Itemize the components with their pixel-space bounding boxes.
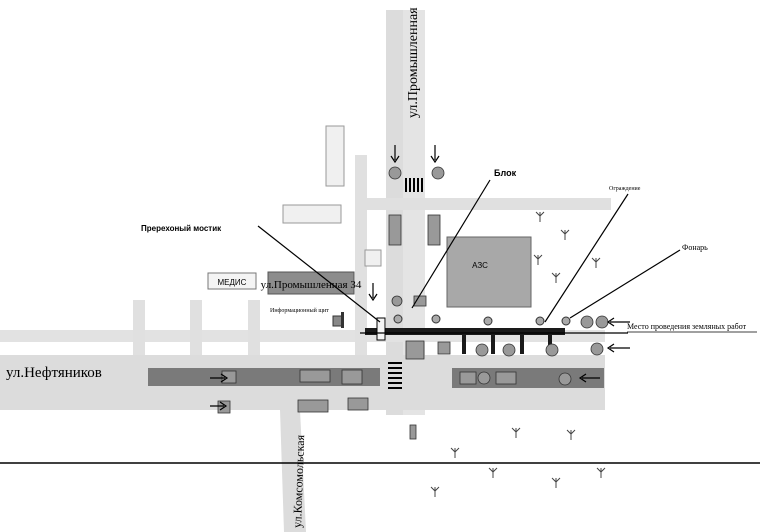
arrow-icon	[390, 145, 400, 164]
road-komsomolskaya	[280, 410, 306, 532]
tree-icon	[430, 486, 440, 497]
work-site-fence	[365, 317, 565, 354]
arrow-icon	[606, 343, 630, 353]
lamp-icon	[393, 314, 403, 324]
sign-icon	[405, 340, 425, 360]
lamp-icon	[561, 316, 571, 326]
street-komsomolskaya: ул.Комсомольская	[290, 434, 307, 528]
street-neftyanikov: ул.Нефтяников	[6, 365, 102, 381]
fence-post-2	[491, 328, 495, 354]
tree-icon	[596, 467, 606, 478]
callout-bridge: Пререхоный мостик	[141, 224, 222, 233]
sign-icon	[341, 369, 363, 385]
tree-icon	[566, 429, 576, 440]
bridge-marker	[376, 317, 386, 341]
lamp-icon	[535, 316, 545, 326]
tree-icon	[560, 229, 570, 240]
crosswalk-north	[405, 178, 423, 192]
road-signs	[217, 166, 609, 440]
arrow-icon	[430, 145, 440, 164]
sign-icon	[459, 371, 477, 385]
leader-lamp	[569, 249, 681, 319]
crosswalk-west	[388, 362, 402, 389]
fence-post-1	[462, 328, 466, 354]
lamp-icon	[483, 316, 493, 326]
callout-lines	[257, 179, 681, 334]
sign-icon	[475, 343, 489, 357]
sign-icon	[299, 369, 331, 383]
callout-blok: Блок	[494, 168, 517, 178]
building-north-tall	[325, 125, 345, 187]
arrow-icon	[368, 283, 378, 302]
tree-icon	[511, 427, 521, 438]
tree-icon	[551, 272, 561, 283]
tree-icon	[591, 257, 601, 268]
sign-icon	[297, 399, 329, 413]
tree-icon	[450, 447, 460, 458]
arrow-icon	[578, 373, 600, 383]
building-north-wide	[282, 204, 342, 224]
building-medis	[207, 272, 257, 290]
building-small	[364, 249, 382, 267]
tree-icon	[488, 467, 498, 478]
road-east-drive	[355, 198, 611, 210]
buildings	[207, 125, 532, 308]
leader-blok	[411, 179, 491, 309]
azs-label: АЗС	[472, 261, 488, 270]
arrow-icon	[210, 401, 228, 411]
callout-work-site: Место проведения земляных работ	[627, 322, 747, 331]
sign-icon	[431, 166, 445, 180]
lamp-icon	[431, 314, 441, 324]
sign-icon	[580, 315, 594, 329]
sign-icon	[221, 370, 237, 384]
leader-bridge	[257, 225, 381, 323]
sign-icon	[437, 341, 451, 355]
tree-icon	[533, 254, 543, 265]
building-azs	[446, 236, 532, 308]
sign-icon	[558, 372, 572, 386]
road-vertical-stub-3	[248, 300, 260, 355]
medis-label: МЕДИС	[218, 278, 247, 287]
sign-icon	[477, 371, 491, 385]
sign-icon	[409, 424, 417, 440]
sign-icon	[595, 315, 609, 329]
sign-icon	[388, 166, 402, 180]
trees	[430, 211, 606, 497]
tree-icon	[535, 211, 545, 222]
fence-post-4	[548, 328, 552, 354]
road-promyshlennaya-inner	[403, 10, 425, 415]
callout-fence: Ограждение	[609, 186, 641, 192]
arrow-icon	[210, 373, 229, 383]
sign-icon	[502, 343, 516, 357]
sign-icon	[427, 214, 441, 246]
direction-arrows	[210, 145, 630, 411]
road-vertical-stub-2	[190, 300, 202, 355]
lamps	[393, 314, 571, 326]
leader-fence	[544, 193, 629, 323]
sign-icon	[495, 371, 517, 385]
info-board-icon	[332, 312, 344, 328]
arrow-icon	[606, 317, 630, 327]
sign-icon	[347, 397, 369, 411]
sign-icon	[388, 214, 402, 246]
street-promyshlennaya: ул.Промышленная	[406, 7, 421, 118]
sign-icon	[545, 343, 559, 357]
sign-icon	[391, 295, 403, 307]
callout-info-board: Информационный щит	[270, 307, 329, 314]
address-label: ул.Промышленная 34	[261, 279, 362, 291]
callout-lamp: Фонарь	[682, 243, 708, 252]
sign-icon	[590, 342, 604, 356]
tree-icon	[551, 477, 561, 488]
fence-post-3	[520, 328, 524, 354]
road-vertical-stub-1	[133, 300, 145, 355]
building-address	[267, 271, 355, 295]
